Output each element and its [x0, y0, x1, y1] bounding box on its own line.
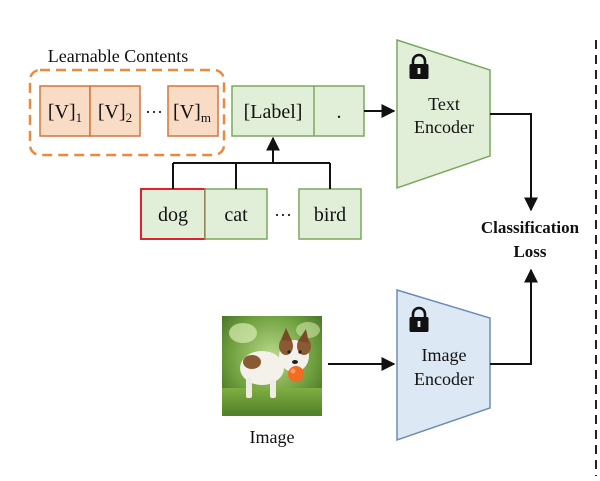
learnable-contents-title: Learnable Contents — [48, 46, 188, 66]
token-1-sub: 1 — [76, 110, 83, 125]
label-token-box: [Label] . — [231, 85, 365, 137]
token-m-base: [V] — [173, 101, 201, 123]
loss-connectors — [490, 113, 538, 365]
svg-text:[V]2: [V]2 — [98, 101, 132, 125]
class-label-bird: bird — [314, 204, 346, 226]
class-box-bird: bird — [298, 188, 362, 240]
class-box-cat: cat — [204, 188, 268, 240]
class-connector — [172, 136, 331, 189]
loss-line1: Classification — [481, 218, 580, 237]
svg-text:[V]1: [V]1 — [48, 101, 82, 125]
class-label-cat: cat — [224, 204, 248, 226]
token-m-sub: m — [201, 110, 211, 125]
image-encoder-line2: Encoder — [414, 369, 474, 389]
label-token-text: [Label] — [244, 101, 303, 123]
lock-icon — [409, 306, 429, 332]
text-encoder-line1: Text — [428, 94, 460, 114]
learnable-token-2: [V]2 — [89, 85, 141, 137]
dog-photo — [222, 316, 322, 416]
loss-line2: Loss — [513, 242, 546, 261]
image-encoder-line1: Image — [422, 345, 467, 365]
text-encoder-line2: Encoder — [414, 117, 474, 137]
class-box-dog: dog — [140, 188, 206, 240]
token-2-base: [V] — [98, 101, 126, 123]
token-1-base: [V] — [48, 101, 76, 123]
image-caption: Image — [250, 427, 295, 447]
learnable-token-m: [V]m — [167, 85, 219, 137]
learnable-token-1: [V]1 — [39, 85, 91, 137]
text-encoder: Text Encoder — [396, 38, 491, 190]
class-ellipsis: ··· — [274, 205, 292, 225]
token-2-sub: 2 — [126, 110, 133, 125]
lock-icon — [409, 53, 429, 79]
period-token-text: . — [337, 101, 342, 123]
svg-text:[V]m: [V]m — [173, 101, 211, 125]
learnable-contents-frame — [28, 68, 226, 157]
class-label-dog: dog — [158, 204, 188, 226]
image-encoder: Image Encoder — [396, 288, 491, 442]
token-ellipsis: ··· — [145, 102, 163, 122]
